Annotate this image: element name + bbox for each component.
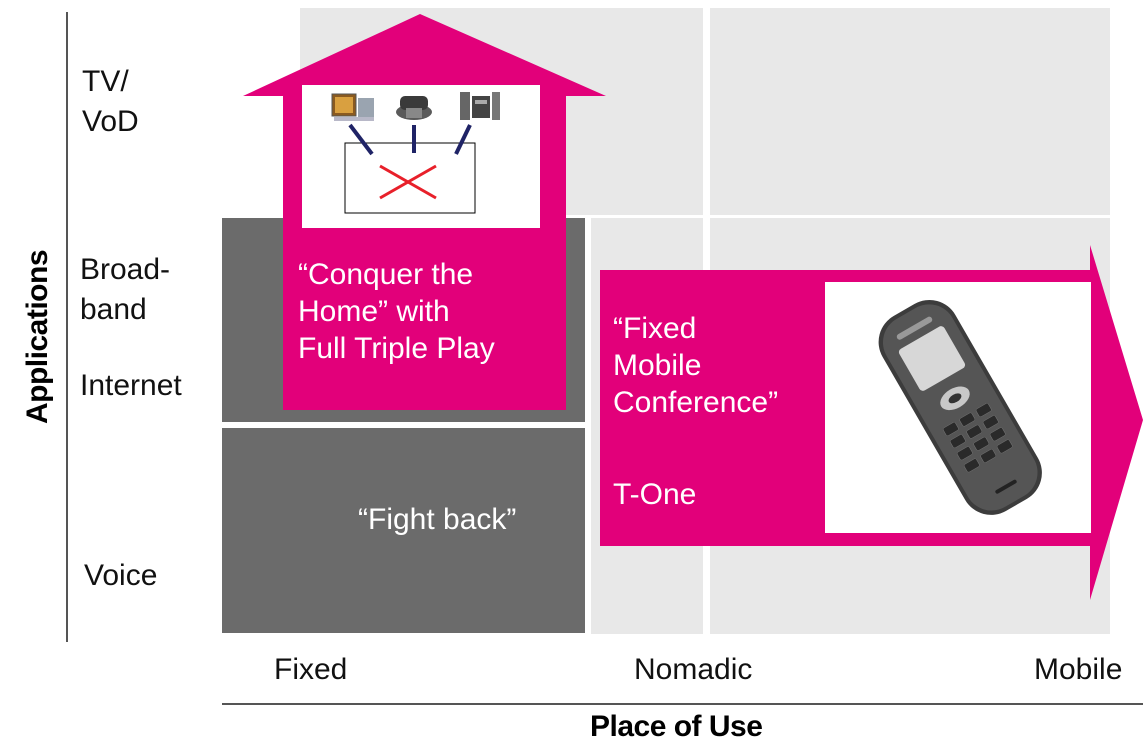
x-label-nomadic: Nomadic: [634, 653, 753, 686]
conquer-home-line2: Home” with: [298, 295, 450, 328]
y-label-tv-vod-line2: VoD: [82, 105, 139, 138]
cross-line-b: [379, 164, 437, 200]
home-network-box: [344, 142, 476, 214]
fight-back-block: [222, 428, 585, 633]
mobile-phone-icon: [878, 299, 1042, 515]
tv-set-icon: [331, 93, 374, 121]
x-axis-line: [222, 703, 1143, 705]
y-axis-line: [66, 12, 68, 642]
y-label-voice: Voice: [84, 559, 158, 592]
fixed-mobile-line2: Mobile: [613, 349, 702, 382]
fixed-mobile-text: “Fixed Mobile Conference”: [613, 310, 823, 421]
fight-back-label: “Fight back”: [358, 503, 517, 536]
grid-cell-mobile-tv: [710, 8, 1110, 215]
x-axis-title: Place of Use: [590, 710, 763, 743]
connector-left: [348, 123, 374, 156]
stereo-icon: [460, 92, 500, 120]
t-one-label: T-One: [613, 478, 697, 511]
connector-right: [454, 124, 472, 155]
x-label-mobile: Mobile: [1034, 653, 1123, 686]
y-label-broadband: Broad- band: [80, 250, 170, 330]
y-label-broadband-line2: band: [80, 293, 147, 326]
desk-phone-icon: [396, 96, 432, 120]
fixed-mobile-line1: “Fixed: [613, 312, 697, 345]
conquer-home-line3: Full Triple Play: [298, 332, 495, 365]
conquer-home-text: “Conquer the Home” with Full Triple Play: [298, 256, 568, 367]
y-label-tv-vod-line1: TV/: [82, 65, 129, 98]
x-label-fixed: Fixed: [274, 653, 348, 686]
fixed-mobile-line3: Conference”: [613, 386, 779, 419]
y-label-tv-vod: TV/ VoD: [82, 62, 139, 142]
y-label-broadband-line1: Broad-: [80, 253, 171, 286]
y-label-internet: Internet: [80, 369, 182, 402]
conquer-home-line1: “Conquer the: [298, 258, 474, 291]
